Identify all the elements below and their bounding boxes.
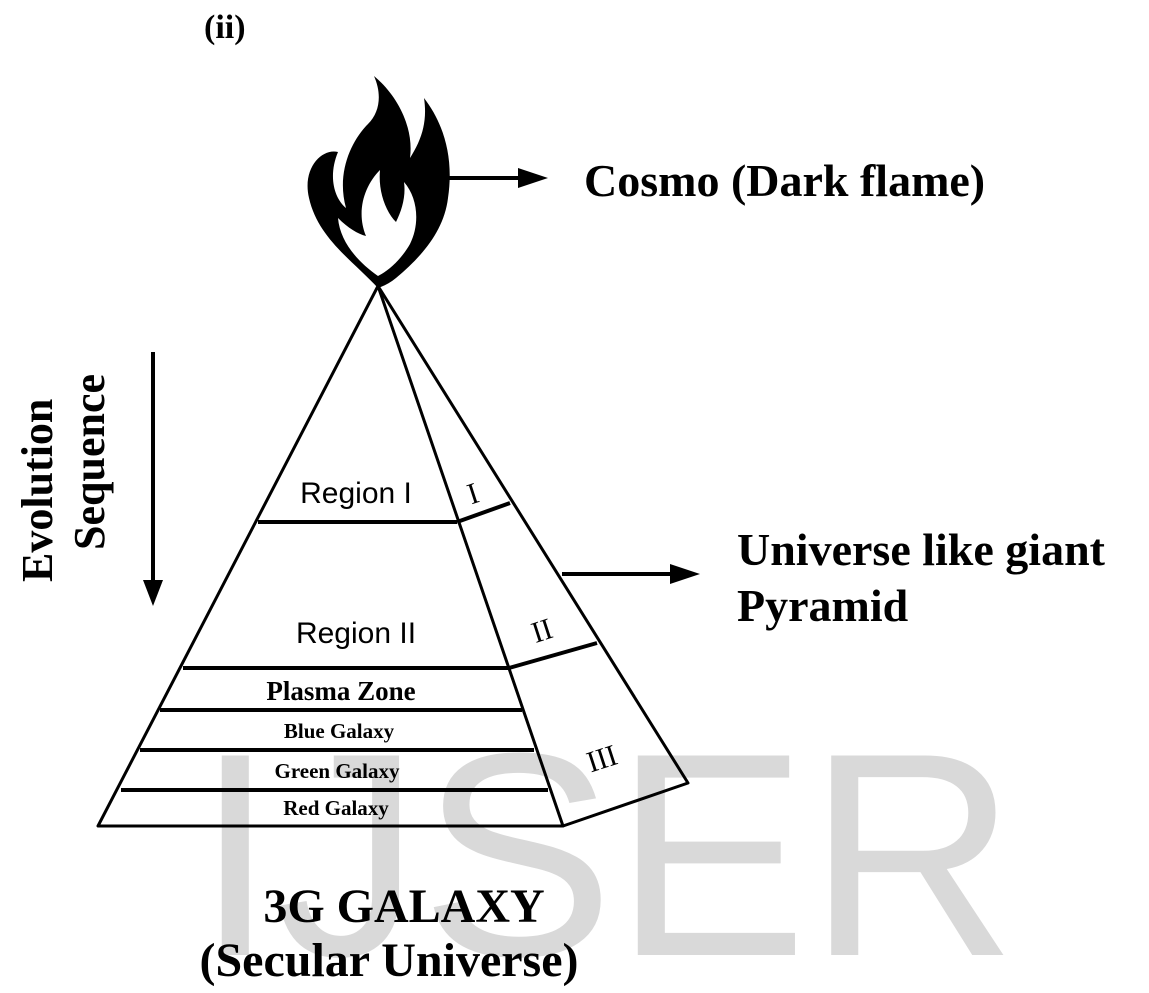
plasma-zone-label: Plasma Zone <box>266 676 415 706</box>
watermark: IJSER <box>195 693 1017 993</box>
universe-label-first-line: Universe like giant <box>737 524 1106 575</box>
region-i-label: Region I <box>300 477 412 510</box>
pyramid-arrow <box>562 564 700 584</box>
caption-title: 3G GALAXY <box>263 880 544 933</box>
cosmo-arrow <box>440 168 548 188</box>
blue-galaxy-label: Blue Galaxy <box>284 719 395 743</box>
flame-icon <box>307 76 450 288</box>
region-ii-label: Region II <box>296 617 416 650</box>
evolution-arrow <box>143 352 163 606</box>
universe-label-second-line: Pyramid <box>737 580 909 631</box>
side-region-ii: II <box>527 612 556 650</box>
pyramid <box>96 285 690 828</box>
figure-label: (ii) <box>204 9 246 46</box>
evolution-label: Evolution <box>13 399 62 582</box>
green-galaxy-label: Green Galaxy <box>274 759 400 783</box>
cosmo-label: Cosmo (Dark flame) <box>584 155 985 206</box>
red-galaxy-label: Red Galaxy <box>283 796 389 820</box>
side-region-i: I <box>463 477 483 511</box>
sequence-label: Sequence <box>65 374 114 550</box>
caption-subtitle: (Secular Universe) <box>199 934 578 987</box>
